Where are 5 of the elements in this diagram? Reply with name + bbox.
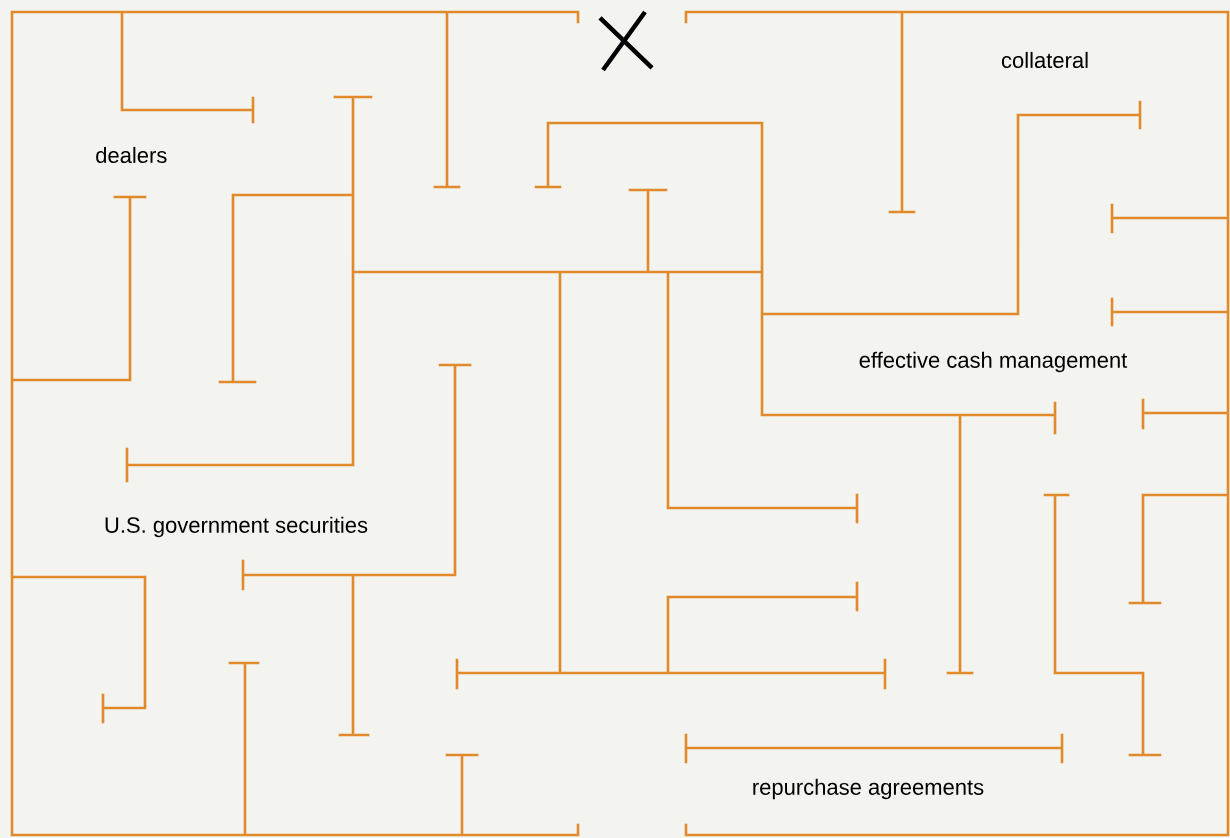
maze-label: repurchase agreements (753, 778, 984, 800)
maze-label: U.S. government securities (105, 516, 368, 538)
maze-label: dealers (96, 146, 167, 164)
maze-label: collateral (1001, 51, 1088, 69)
maze-label: effective cash management (859, 351, 1128, 373)
